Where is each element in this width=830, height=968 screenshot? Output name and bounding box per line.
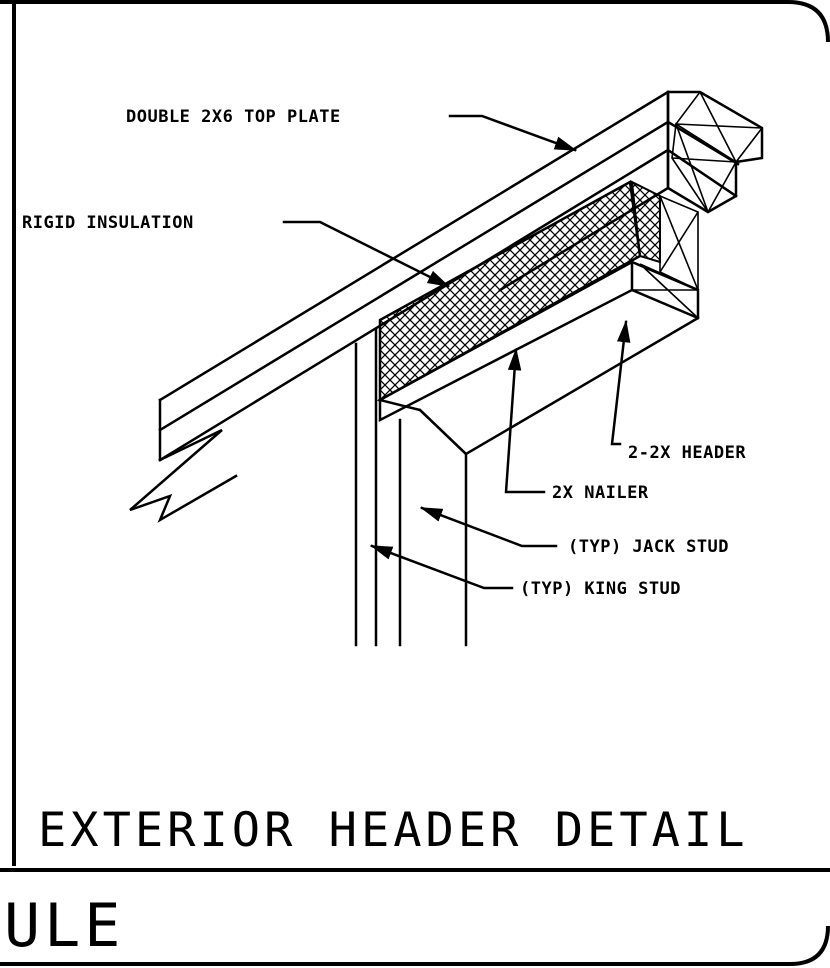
rigid-insulation-label: RIGID INSULATION (22, 213, 194, 233)
jack-stud-label: (TYP) JACK STUD (568, 537, 729, 557)
drawing-title: EXTERIOR HEADER DETAIL (38, 803, 749, 858)
studs (354, 328, 468, 647)
header-label: 2-2X HEADER (628, 443, 746, 463)
rigid-insulation (378, 180, 661, 403)
king-stud-label: (TYP) KING STUD (520, 579, 681, 599)
nailer-label: 2X NAILER (552, 483, 649, 503)
leaders (282, 114, 631, 590)
top-plate (129, 90, 764, 523)
header-block (376, 194, 700, 456)
top-plate-label: DOUBLE 2X6 TOP PLATE (126, 107, 341, 127)
title-block-fragment: ULE (4, 891, 124, 961)
